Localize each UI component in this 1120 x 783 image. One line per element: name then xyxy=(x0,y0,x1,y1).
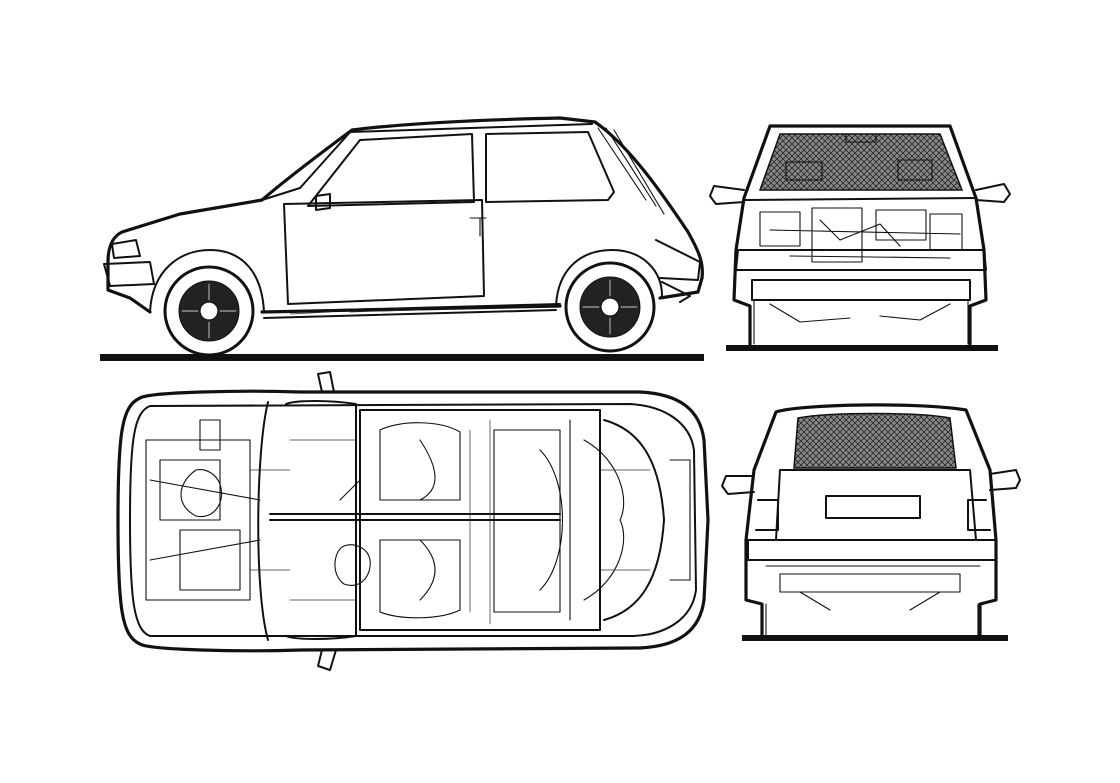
plan-body-outline xyxy=(116,389,710,653)
side-front-wheel-arch xyxy=(149,249,265,313)
plan-seats xyxy=(379,422,561,619)
plan-xray-view xyxy=(116,371,710,671)
plan-driveshaft xyxy=(269,513,561,521)
side-rear-window xyxy=(485,131,615,203)
side-sill-detail xyxy=(289,309,421,315)
rear-ground-line xyxy=(742,635,1008,641)
rear-window xyxy=(793,412,957,469)
plan-engine-xray xyxy=(145,419,261,601)
side-rear-wheel-arch xyxy=(555,249,663,307)
rear-number-plate xyxy=(825,495,921,519)
plan-steering xyxy=(334,479,371,586)
rear-mirrors xyxy=(721,469,1021,495)
rear-lights xyxy=(755,499,991,531)
front-mirrors xyxy=(709,183,1011,205)
front-body-outline xyxy=(732,124,988,346)
side-front-bumper xyxy=(103,239,155,287)
side-front-wheel xyxy=(163,265,255,357)
front-suspension xyxy=(753,299,969,345)
plan-mirrors xyxy=(317,371,337,671)
plan-rear-suspension xyxy=(569,419,691,621)
rear-bumper xyxy=(747,539,997,561)
side-rear-pillar-strakes xyxy=(597,127,665,215)
side-door-outline xyxy=(283,199,485,305)
side-mirror xyxy=(315,193,331,211)
front-lower-grille xyxy=(751,279,971,301)
side-rear-bumper xyxy=(655,239,701,303)
side-ground-line xyxy=(100,354,704,361)
side-elevation-view xyxy=(100,116,704,361)
front-windscreen xyxy=(758,133,964,191)
front-bonnet-line xyxy=(743,197,977,201)
rear-elevation-view xyxy=(721,403,1021,641)
front-bumper xyxy=(735,249,987,271)
front-elevation-view xyxy=(709,124,1011,351)
plan-roof xyxy=(359,409,601,631)
plan-rear-hatch xyxy=(603,419,665,621)
front-wipers-and-dash xyxy=(785,133,933,181)
plan-inner-outline xyxy=(129,403,697,637)
side-roof-line xyxy=(261,123,593,201)
front-engine-xray xyxy=(759,207,963,263)
rear-hatch-lines xyxy=(775,469,977,541)
side-rear-wheel xyxy=(564,261,656,353)
side-sill xyxy=(263,303,561,319)
side-door-handle xyxy=(469,217,487,237)
rear-under-detail xyxy=(765,565,981,637)
plan-seat-curves xyxy=(419,439,563,601)
front-ground-line xyxy=(726,345,998,351)
rear-body-outline xyxy=(744,403,998,638)
plan-bonnet xyxy=(257,401,269,641)
plan-xray-detail xyxy=(249,419,651,625)
side-front-window xyxy=(307,133,475,207)
